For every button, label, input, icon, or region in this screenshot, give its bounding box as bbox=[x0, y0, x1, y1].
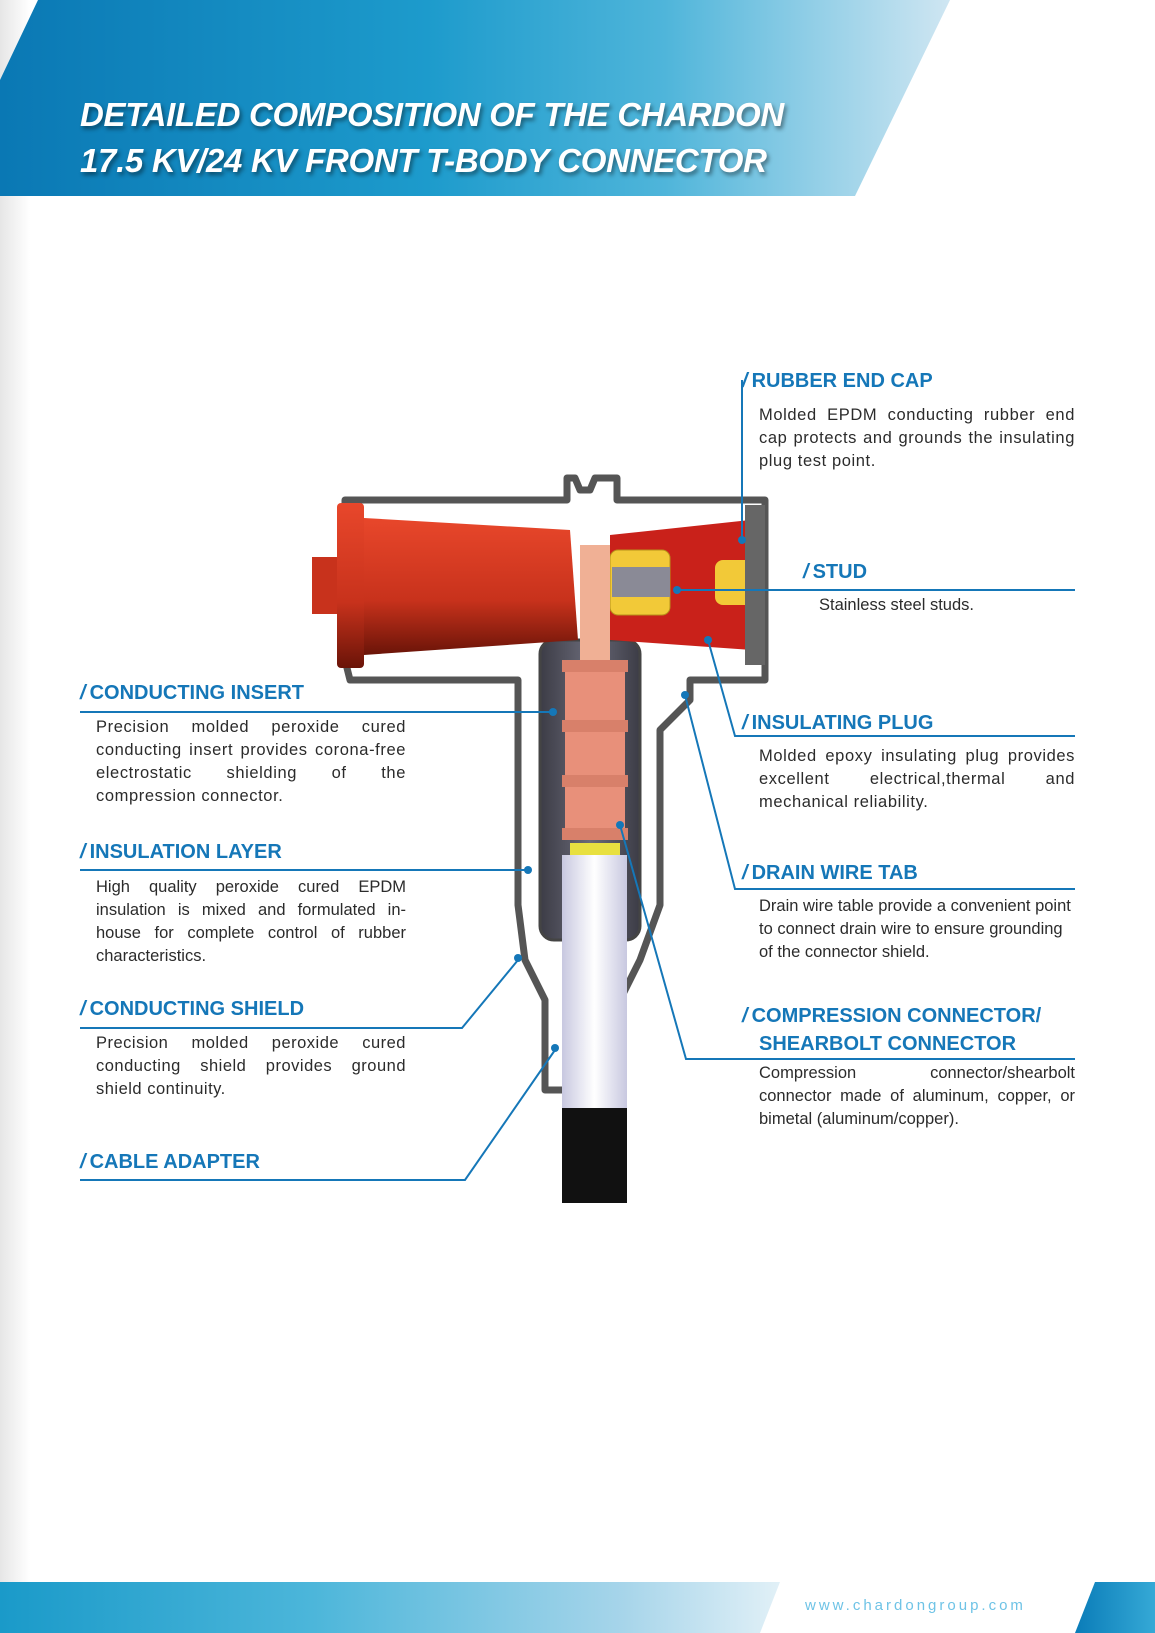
cable-jacket bbox=[562, 1108, 627, 1203]
label-insulating-plug: /INSULATING PLUG bbox=[742, 712, 934, 734]
desc-rubber-end-cap: Molded EPDM conducting rubber end cap pr… bbox=[759, 406, 1075, 470]
label-compression-connector: /COMPRESSION CONNECTOR/SHEARBOLT CONNECT… bbox=[742, 1005, 1042, 1055]
page-title: DETAILED COMPOSITION OF THE CHARDON 17.5… bbox=[80, 92, 784, 184]
leader-drain-wire-tab bbox=[684, 694, 1075, 890]
desc-conducting-shield: Precision molded peroxide cured conducti… bbox=[96, 1034, 406, 1098]
label-insulation-layer: /INSULATION LAYER bbox=[80, 841, 282, 863]
label-rubber-end-cap: /RUBBER END CAP bbox=[742, 370, 933, 392]
connector-band bbox=[562, 828, 628, 840]
leader-lines bbox=[80, 380, 1075, 1181]
connector-band bbox=[562, 775, 628, 787]
desc-stud: Stainless steel studs. bbox=[819, 596, 974, 614]
label-conducting-shield: /CONDUCTING SHIELD bbox=[80, 998, 305, 1020]
desc-insulation-layer: High quality peroxide cured EPDM insulat… bbox=[96, 878, 406, 965]
title-line-2: 17.5 KV/24 KV FRONT T-BODY CONNECTOR bbox=[80, 142, 767, 179]
label-conducting-insert: /CONDUCTING INSERT bbox=[80, 682, 305, 704]
stud-thread bbox=[612, 567, 670, 597]
page-edge-shadow bbox=[0, 0, 30, 1633]
desc-conducting-insert: Precision molded peroxide cured conducti… bbox=[96, 718, 406, 805]
footer-banner bbox=[0, 1582, 780, 1633]
leader-conducting-shield bbox=[80, 959, 519, 1029]
copper-stud-post bbox=[580, 545, 610, 660]
header-banner bbox=[0, 0, 950, 196]
rubber-end-cap bbox=[745, 505, 765, 665]
desc-drain-wire-tab: Drain wire table provide a convenient po… bbox=[759, 897, 1071, 961]
leader-insulating-plug bbox=[707, 639, 1075, 737]
label-drain-wire-tab: /DRAIN WIRE TAB bbox=[742, 862, 918, 884]
desc-compression-connector: Compression connector/shearbolt connecto… bbox=[759, 1064, 1075, 1128]
connector-band bbox=[562, 660, 628, 672]
leader-dots bbox=[514, 536, 746, 1052]
connector-band bbox=[562, 720, 628, 732]
title-line-1: DETAILED COMPOSITION OF THE CHARDON bbox=[80, 96, 784, 133]
connector-seal bbox=[570, 843, 620, 855]
rubber-cap-flange bbox=[337, 503, 364, 668]
desc-insulating-plug: Molded epoxy insulating plug provides ex… bbox=[759, 747, 1075, 811]
label-cable-adapter: /CABLE ADAPTER bbox=[80, 1151, 260, 1173]
insulating-plug-body bbox=[364, 518, 578, 655]
cable-insulation bbox=[562, 855, 627, 1110]
leader-compression-connector bbox=[619, 824, 1075, 1060]
footer-website-link[interactable]: www.chardongroup.com bbox=[805, 1597, 1026, 1614]
compression-connector bbox=[565, 660, 625, 840]
leader-cable-adapter bbox=[80, 1049, 556, 1181]
label-stud: /STUD bbox=[803, 561, 868, 583]
